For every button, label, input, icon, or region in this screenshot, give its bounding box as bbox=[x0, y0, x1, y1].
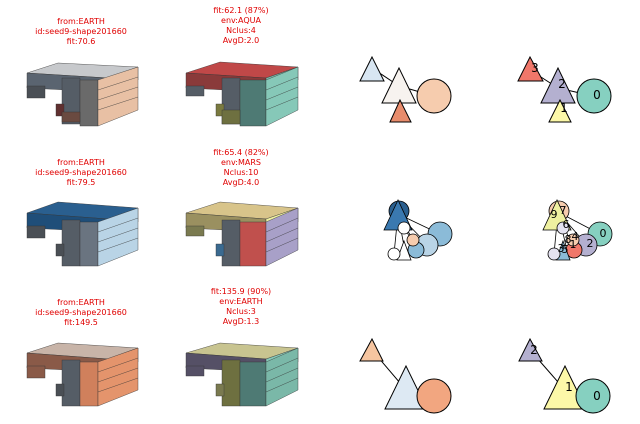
voxel-robot-row1-clustered bbox=[185, 61, 299, 127]
node-label: 4 bbox=[572, 230, 579, 243]
node-label: 7 bbox=[560, 204, 567, 217]
node-label: 3 bbox=[531, 61, 539, 75]
node-label: 1 bbox=[570, 238, 577, 251]
node-label: 8 bbox=[565, 233, 572, 246]
robot-graph-row2 bbox=[383, 199, 453, 261]
node-label: 2 bbox=[587, 237, 594, 250]
node-label: 2 bbox=[530, 343, 538, 357]
voxel-robot-row1-original bbox=[26, 62, 139, 127]
node-label: 6 bbox=[563, 218, 570, 231]
cluster-graph-row2 bbox=[542, 199, 613, 261]
node-label: 5 bbox=[562, 243, 569, 256]
node-label: 0 bbox=[600, 227, 607, 240]
cluster-graph-row3 bbox=[518, 337, 611, 414]
node-label: 3 bbox=[558, 242, 565, 255]
node-label: 0 bbox=[593, 389, 601, 403]
cluster-graph-row1 bbox=[517, 55, 612, 123]
voxel-robot-row2-original bbox=[26, 201, 139, 267]
node-label: 1 bbox=[560, 101, 568, 115]
robot-graph-row1 bbox=[359, 55, 452, 123]
robot-graph-row3 bbox=[359, 337, 452, 414]
node-label: 2 bbox=[558, 77, 566, 91]
node-label: 9 bbox=[551, 208, 558, 221]
node-label: 1 bbox=[565, 380, 573, 394]
voxel-robot-row3-clustered bbox=[185, 342, 299, 407]
voxel-robot-row3-original bbox=[26, 342, 139, 407]
voxel-robot-row2-clustered bbox=[185, 201, 299, 267]
node-label: 0 bbox=[593, 88, 601, 102]
